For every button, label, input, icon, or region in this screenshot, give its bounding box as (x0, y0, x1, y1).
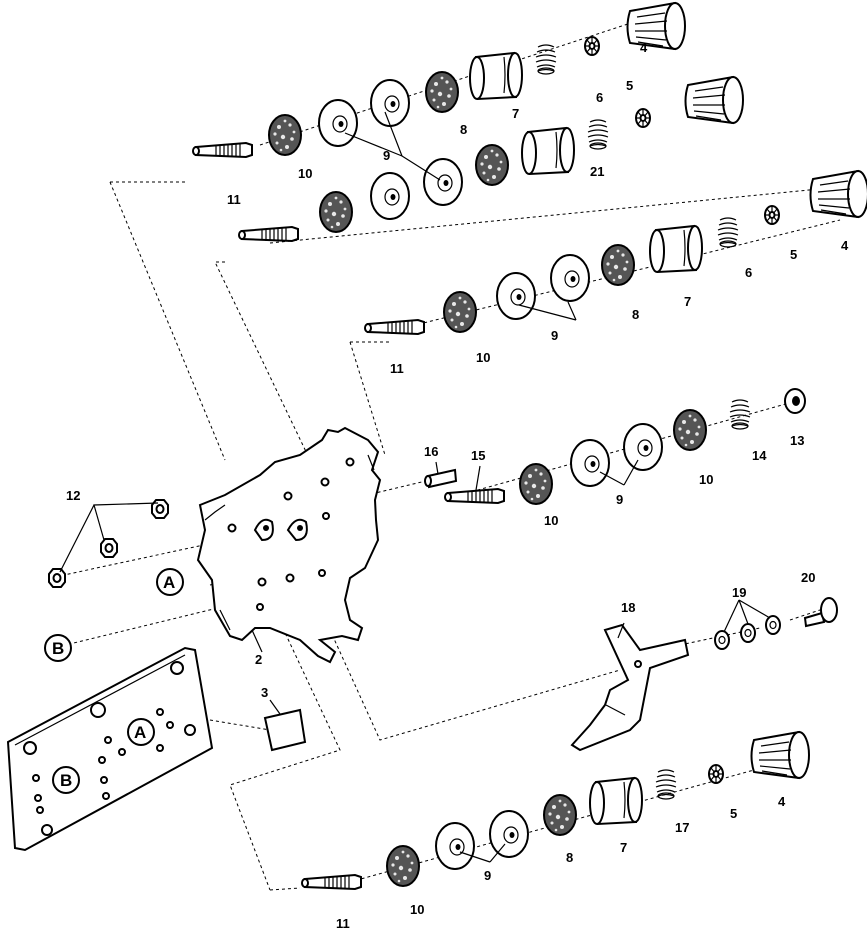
pin-16 (424, 468, 458, 489)
label-7a: 7 (512, 106, 519, 121)
label-6a: 6 (596, 90, 603, 105)
label-4c: 4 (778, 794, 786, 809)
label-9b: 9 (551, 328, 558, 343)
reference-marks: A B A B (44, 568, 184, 794)
label-10b: 10 (476, 350, 490, 365)
label-18: 18 (621, 600, 635, 615)
label-5a: 5 (626, 78, 633, 93)
label-4a: 4 (640, 40, 648, 55)
label-9d: 9 (484, 868, 491, 883)
ref-b-plate: B (60, 771, 72, 790)
assembly-row-4 (519, 388, 806, 505)
assembly-row-3 (443, 170, 867, 333)
label-16: 16 (424, 444, 438, 459)
label-13: 13 (790, 433, 804, 448)
label-3: 3 (261, 685, 268, 700)
label-12: 12 (66, 488, 80, 503)
label-8b: 8 (632, 307, 639, 322)
label-5b: 5 (790, 247, 797, 262)
label-21: 21 (590, 164, 604, 179)
base-plate (6, 646, 214, 852)
label-11a: 11 (227, 192, 241, 207)
label-10a: 10 (298, 166, 312, 181)
label-8c: 8 (566, 850, 573, 865)
label-5c: 5 (730, 806, 737, 821)
label-8a: 8 (460, 122, 467, 137)
label-11b: 11 (390, 361, 404, 376)
stud-11-c (364, 319, 425, 335)
part-labels: 4 5 6 7 8 9 10 11 21 4 5 6 7 8 9 10 11 1… (66, 40, 849, 931)
label-19: 19 (732, 585, 746, 600)
label-17: 17 (675, 820, 689, 835)
pad-3 (263, 708, 307, 752)
screw-20 (803, 597, 838, 628)
assembly-row-1 (268, 2, 686, 156)
label-11c: 11 (336, 916, 350, 931)
label-10c: 10 (699, 472, 713, 487)
label-9c: 9 (616, 492, 623, 507)
label-14: 14 (752, 448, 767, 463)
stud-11-b (238, 226, 299, 242)
leader-lines (59, 111, 771, 863)
stud-11-d (301, 874, 362, 890)
label-4b: 4 (841, 238, 849, 253)
stud-11-a (192, 142, 253, 158)
washers-19 (714, 615, 781, 650)
label-15: 15 (471, 448, 485, 463)
assembly-row-bottom (386, 731, 810, 887)
nuts-12 (48, 499, 169, 588)
main-bracket (196, 426, 382, 664)
label-9a: 9 (383, 148, 390, 163)
lever-18 (570, 623, 690, 752)
stud-15 (444, 488, 505, 504)
ref-b-bracket: B (52, 639, 64, 658)
label-7c: 7 (620, 840, 627, 855)
label-7b: 7 (684, 294, 691, 309)
label-6b: 6 (745, 265, 752, 280)
label-10e: 10 (410, 902, 424, 917)
label-2: 2 (255, 652, 262, 667)
ref-a-plate: A (134, 723, 146, 742)
label-20: 20 (801, 570, 815, 585)
ref-a-bracket: A (163, 573, 175, 592)
label-10d: 10 (544, 513, 558, 528)
